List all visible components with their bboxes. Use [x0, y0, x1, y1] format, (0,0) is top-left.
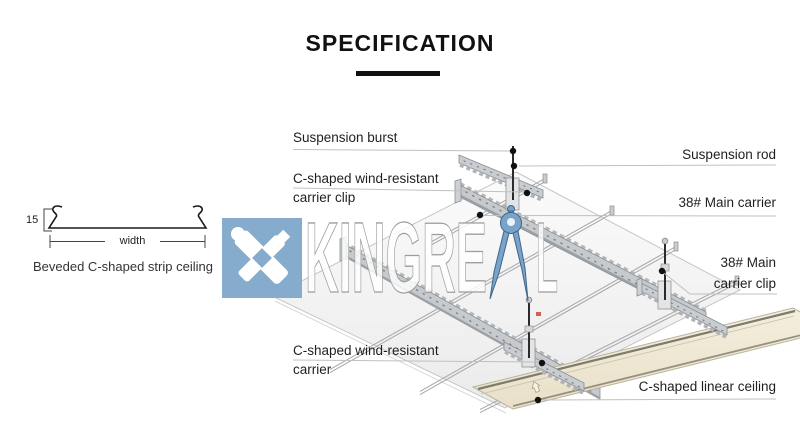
profile-width-label: width — [119, 235, 146, 247]
height-dimension — [43, 208, 52, 232]
red-mark — [536, 312, 541, 316]
callout-linear-ceiling: C-shaped linear ceiling — [638, 379, 776, 394]
leader-dots — [476, 147, 666, 404]
profile-caption: Beveded C-shaped strip ceiling — [33, 259, 213, 274]
callout-wind-carrier-line1: C-shaped wind-resistant — [293, 343, 439, 358]
profile-drawing — [43, 205, 208, 248]
suspension-rod-2 — [657, 237, 672, 310]
crossed-tools-icon — [230, 226, 291, 284]
suspension-rod-3 — [521, 296, 541, 368]
callout-suspension-rod: Suspension rod — [682, 147, 776, 162]
brand-text-suffix: L — [536, 202, 558, 314]
callout-wind-clip-line2: carrier clip — [293, 190, 356, 205]
width-dimension — [49, 235, 206, 248]
callout-suspension-burst: Suspension burst — [293, 130, 398, 145]
callout-wind-carrier-line2: carrier — [293, 362, 332, 377]
brand-text-prefix: KINGRE — [305, 202, 487, 314]
watermark-logo: KINGRE L — [222, 201, 559, 315]
suspension-rod-1 — [505, 146, 520, 211]
leader-lines — [292, 149, 777, 401]
page-title: SPECIFICATION — [305, 30, 495, 56]
callout-main-carrier-clip-line2: carrier clip — [713, 276, 776, 291]
compass-icon — [489, 205, 529, 302]
callout-wind-clip-line1: C-shaped wind-resistant — [293, 171, 439, 186]
profile-height-value: 15 — [26, 214, 39, 226]
title-underline — [356, 71, 440, 76]
callout-main-carrier: 38# Main carrier — [678, 195, 776, 210]
callout-main-carrier-clip-line1: 38# Main — [720, 255, 776, 270]
